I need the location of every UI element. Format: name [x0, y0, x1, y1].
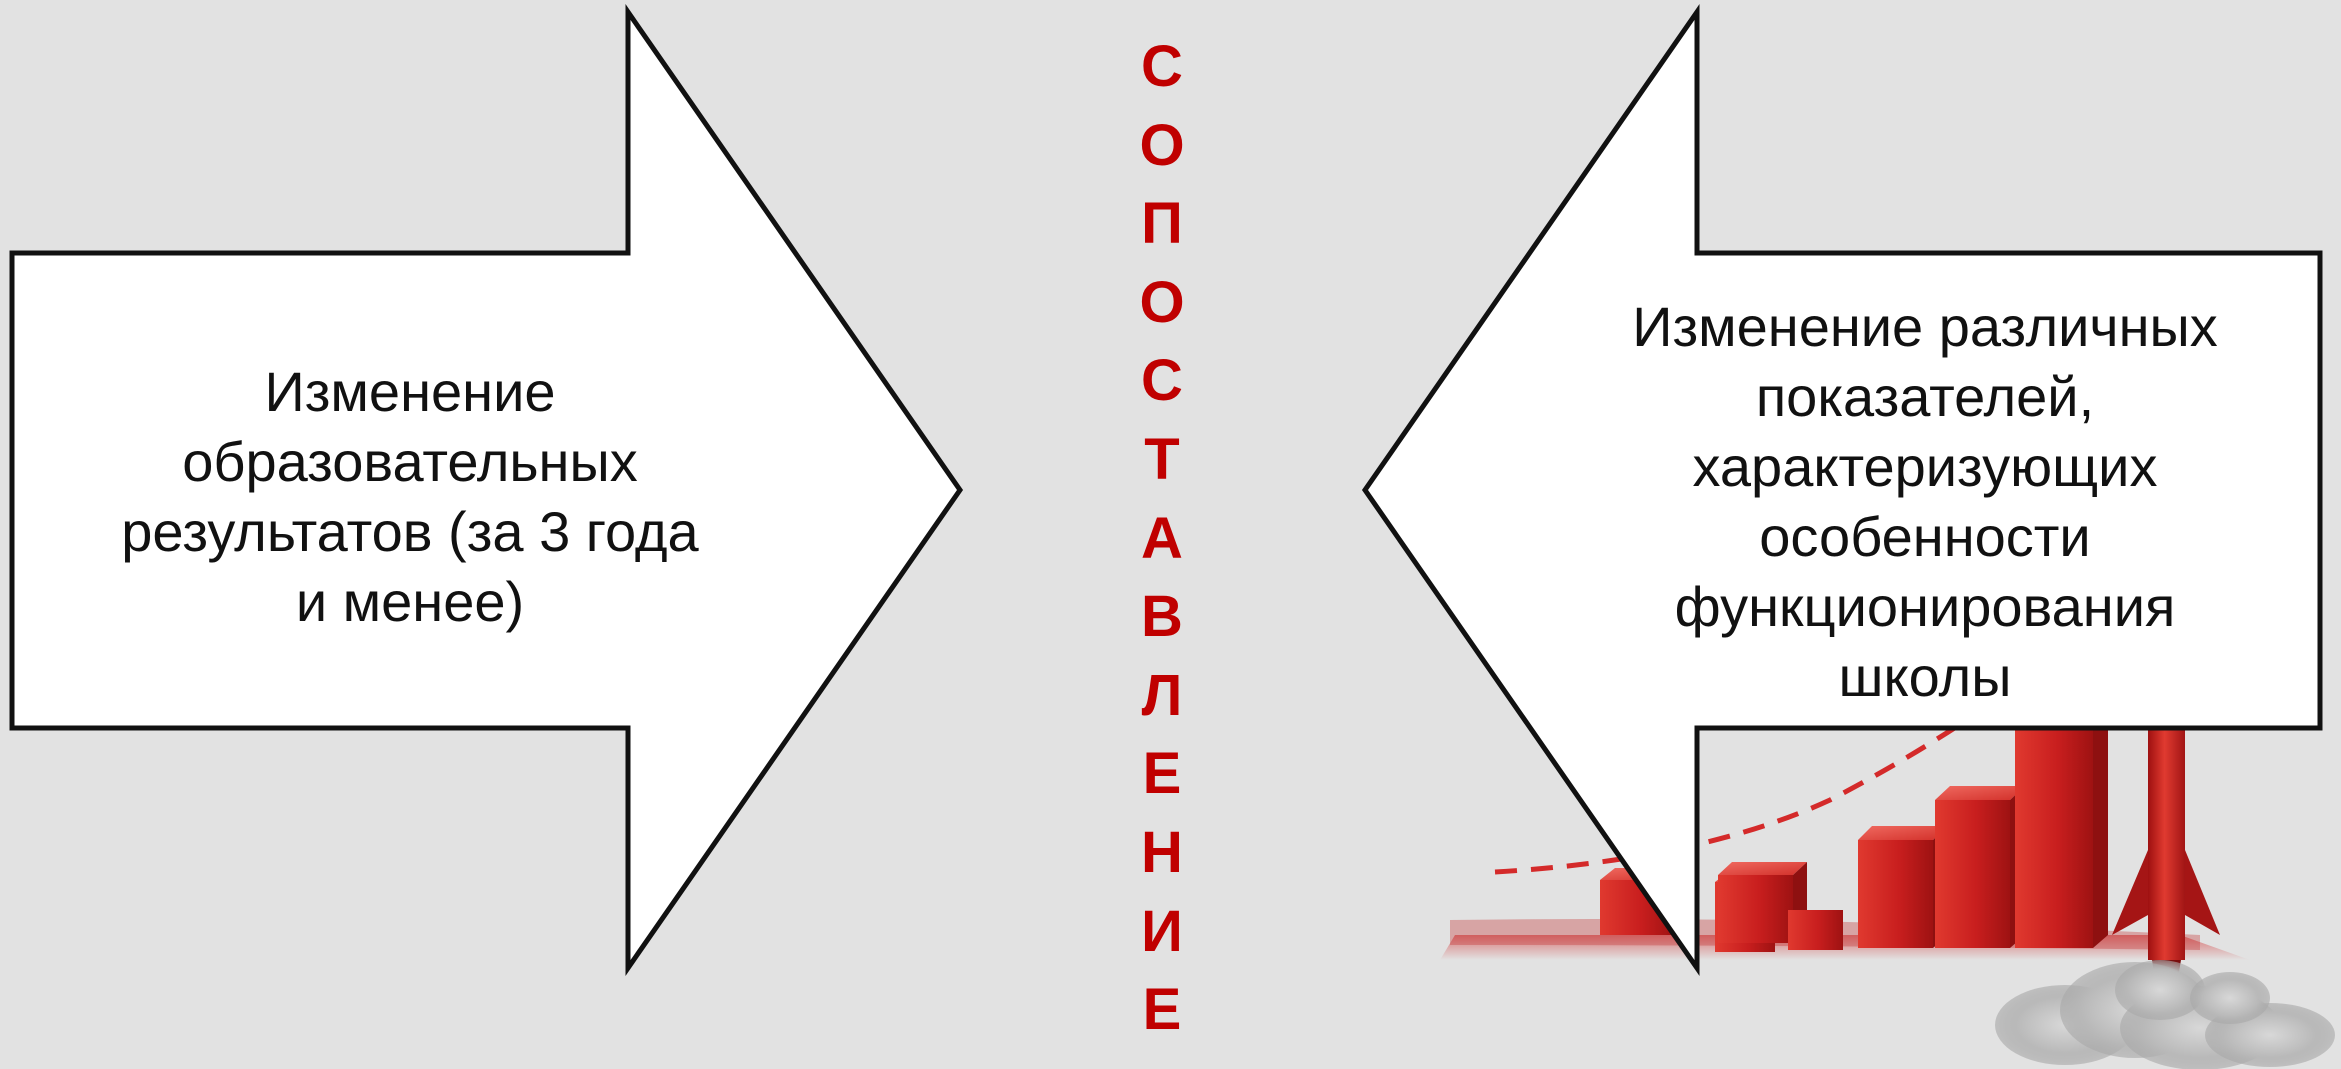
vertical-letter: Л [1112, 657, 1212, 736]
vertical-letter: А [1112, 500, 1212, 579]
left-arrow-line: образовательных [50, 427, 770, 497]
left-arrow-text: Изменение образовательных результатов (з… [50, 357, 770, 637]
vertical-letter: О [1112, 264, 1212, 343]
vertical-letter: П [1112, 185, 1212, 264]
left-arrow-line: Изменение [50, 357, 770, 427]
left-arrow-line: и менее) [50, 567, 770, 637]
right-arrow-line: показателей, [1555, 362, 2295, 432]
vertical-letter: С [1112, 342, 1212, 421]
right-arrow-line: характеризующих [1555, 432, 2295, 502]
right-arrow-line: школы [1555, 642, 2295, 712]
chart-bar [1935, 786, 2025, 948]
smoke-cloud [1995, 960, 2335, 1069]
vertical-letter: С [1112, 28, 1212, 107]
left-arrow-line: результатов (за 3 года [50, 497, 770, 567]
vertical-letter: О [1112, 107, 1212, 186]
right-arrow-line: функционирования [1555, 572, 2295, 642]
chart-bar [1858, 826, 1947, 948]
chart-bar [1788, 910, 1843, 950]
vertical-letter: И [1112, 893, 1212, 972]
vertical-word-comparison: С О П О С Т А В Л Е Н И Е [1112, 28, 1212, 1050]
vertical-letter: Е [1112, 735, 1212, 814]
right-arrow-text: Изменение различных показателей, характе… [1555, 292, 2295, 712]
vertical-letter: Н [1112, 814, 1212, 893]
vertical-letter: Т [1112, 421, 1212, 500]
vertical-letter: В [1112, 578, 1212, 657]
right-arrow-line: особенности [1555, 502, 2295, 572]
right-arrow-line: Изменение различных [1555, 292, 2295, 362]
vertical-letter: Е [1112, 971, 1212, 1050]
chart-bar [2015, 716, 2108, 948]
